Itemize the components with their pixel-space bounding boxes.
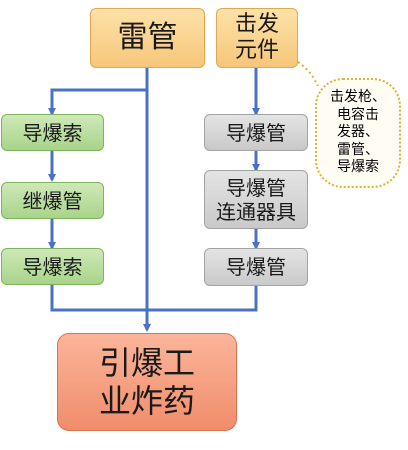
detonating-cord-node-2: 导爆索 — [1, 248, 104, 285]
initiating-element-node: 击发 元件 — [216, 8, 298, 68]
right-join-line — [147, 286, 258, 312]
detonator-node: 雷管 — [90, 8, 205, 68]
detonating-cord-node-1: 导爆索 — [1, 114, 104, 151]
relay-detonator-node: 继爆管 — [1, 182, 104, 219]
industrial-explosive-node: 引爆工 业炸药 — [57, 333, 237, 431]
shock-tube-node-2: 导爆管 — [204, 248, 308, 286]
shock-tube-connector-node: 导爆管 连通器具 — [204, 170, 308, 229]
initiator-examples-callout: 击发枪、 电容击 发器、 雷管、 导爆索 — [315, 78, 401, 188]
left-branch-line — [48, 88, 147, 116]
left-join-line — [50, 285, 147, 312]
shock-tube-node-1: 导爆管 — [204, 114, 308, 151]
callout-pointer — [297, 61, 319, 87]
